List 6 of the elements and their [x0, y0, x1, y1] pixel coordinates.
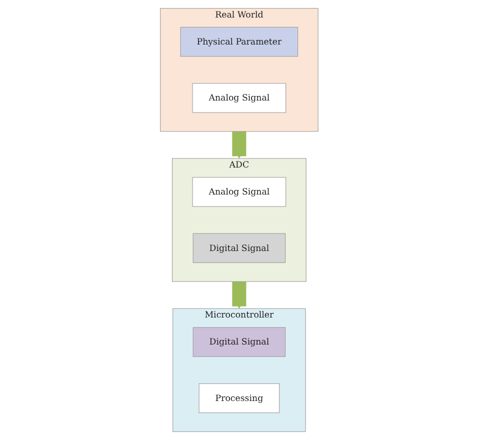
- node-box: Digital Signal: [192, 327, 286, 357]
- node-box: Analog Signal: [192, 83, 286, 113]
- node-box: Digital Signal: [192, 233, 286, 263]
- node-box: Processing: [198, 383, 280, 414]
- node-box: Physical Parameter: [180, 26, 298, 57]
- node-box: Analog Signal: [192, 177, 286, 207]
